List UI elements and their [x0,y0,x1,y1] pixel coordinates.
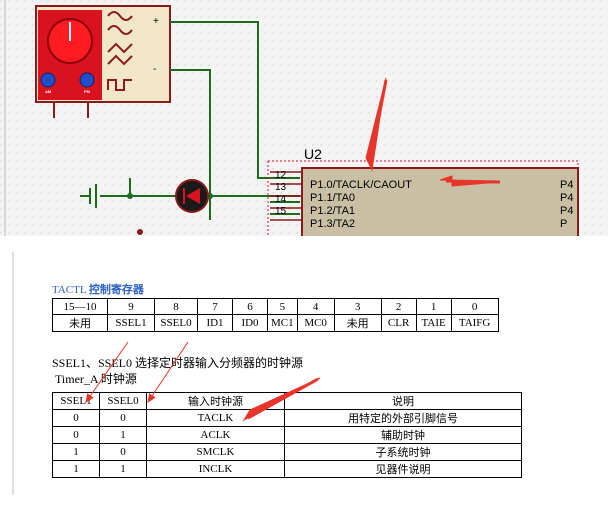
right-pin-label: P4 [560,192,573,204]
right-pin-label: P [560,218,567,230]
table-row: 1 0 SMCLK 子系统时钟 [52,443,522,461]
right-pin-label: P4 [560,179,573,191]
left-margin-rule [12,252,14,495]
table-header-row: SSEL1 SSEL0 输入时钟源 说明 [52,392,522,410]
pin-number-13: 13 [275,182,287,193]
am-knob-icon[interactable] [40,72,56,88]
pin-number-14: 14 [275,194,287,205]
waveform-icon [107,11,133,91]
clock-source-caption: Timer_A 时钟源 [55,372,137,386]
pin-label-p1-2: P1.2/TA1 [310,205,355,217]
ssel-description: SSEL1、SSEL0 选择定时器输入分频器的时钟源 [52,356,304,370]
pin-number-15: 15 [275,206,287,217]
ground-symbol-icon[interactable] [80,184,97,208]
am-knob-label: AM [45,89,52,94]
pin-label-p1-3: P1.3/TA2 [310,218,355,230]
right-pin-label: P4 [560,205,573,217]
pin-label-p1-0: P1.0/TACLK/CAOUT [310,179,412,191]
tactl-register-table: 15—10 9 8 7 6 5 4 3 2 1 0 未用 SSEL1 SSEL0… [52,298,499,332]
generator-minus-label: - [153,64,156,75]
table-row: 1 1 INCLK 见器件说明 [52,460,522,478]
register-title: TACTL 控制寄存器 [52,284,144,296]
chip-ref-label: U2 [304,146,322,162]
schematic-canvas[interactable]: AM FM + - [0,0,608,240]
generator-plus-label: + [153,16,159,27]
table-row: 15—10 9 8 7 6 5 4 3 2 1 0 [52,298,499,315]
pin-label-p1-1: P1.1/TA0 [310,192,355,204]
fm-knob-label: FM [84,89,90,94]
clock-source-table: SSEL1 SSEL0 输入时钟源 说明 0 0 TACLK 用特定的外部引脚信… [52,392,522,478]
table-row: 0 0 TACLK 用特定的外部引脚信号 [52,409,522,427]
table-row: 0 1 ACLK 辅助时钟 [52,426,522,444]
pin-number-12: 12 [275,170,287,181]
function-generator[interactable]: AM FM + - [35,5,171,118]
fm-knob-icon[interactable] [79,72,95,88]
diode-icon[interactable] [175,179,209,213]
datasheet-excerpt: TACTL 控制寄存器 15—10 9 8 7 6 5 4 3 2 1 0 未用… [0,252,608,507]
table-row: 未用 SSEL1 SSEL0 ID1 ID0 MC1 MC0 未用 CLR TA… [52,314,499,332]
